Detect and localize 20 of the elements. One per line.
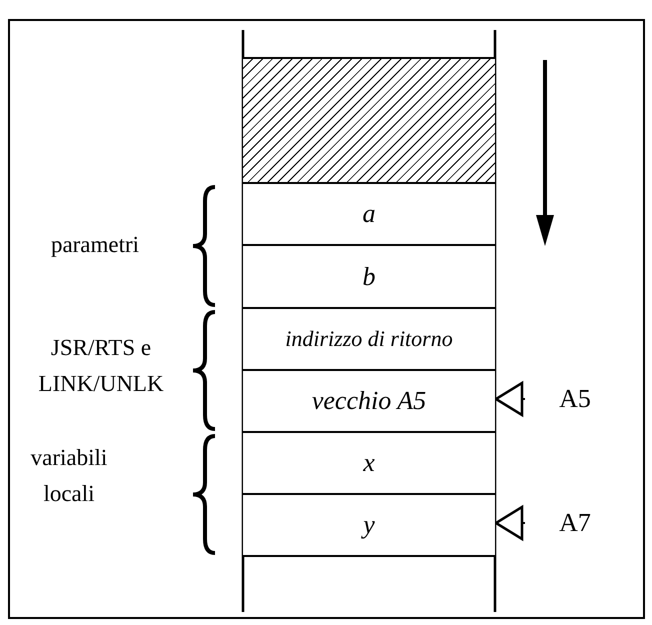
hatched-stack-area <box>243 57 495 184</box>
group-label: variabili locali <box>30 444 108 508</box>
stack-cell <box>243 493 495 557</box>
cell-text: y <box>363 510 375 540</box>
cell-text: x <box>363 448 375 478</box>
register-label: A5 <box>559 384 591 414</box>
cell-text: a <box>362 199 376 229</box>
pointer-arrow <box>494 506 525 540</box>
group-label: JSR/RTS e LINK/UNLK <box>37 334 165 398</box>
register-label: A7 <box>559 508 591 538</box>
stack-cell <box>243 244 495 309</box>
stack-cell <box>243 182 495 246</box>
stack-cell <box>243 369 495 433</box>
cell-text: indirizzo di ritorno <box>285 326 453 352</box>
stack-cell <box>243 431 495 495</box>
stack-cell <box>243 307 495 371</box>
cell-text: vecchio A5 <box>312 386 426 416</box>
cell-text: b <box>362 262 376 292</box>
group-label: parametri <box>50 231 140 259</box>
pointer-arrow <box>494 382 525 416</box>
